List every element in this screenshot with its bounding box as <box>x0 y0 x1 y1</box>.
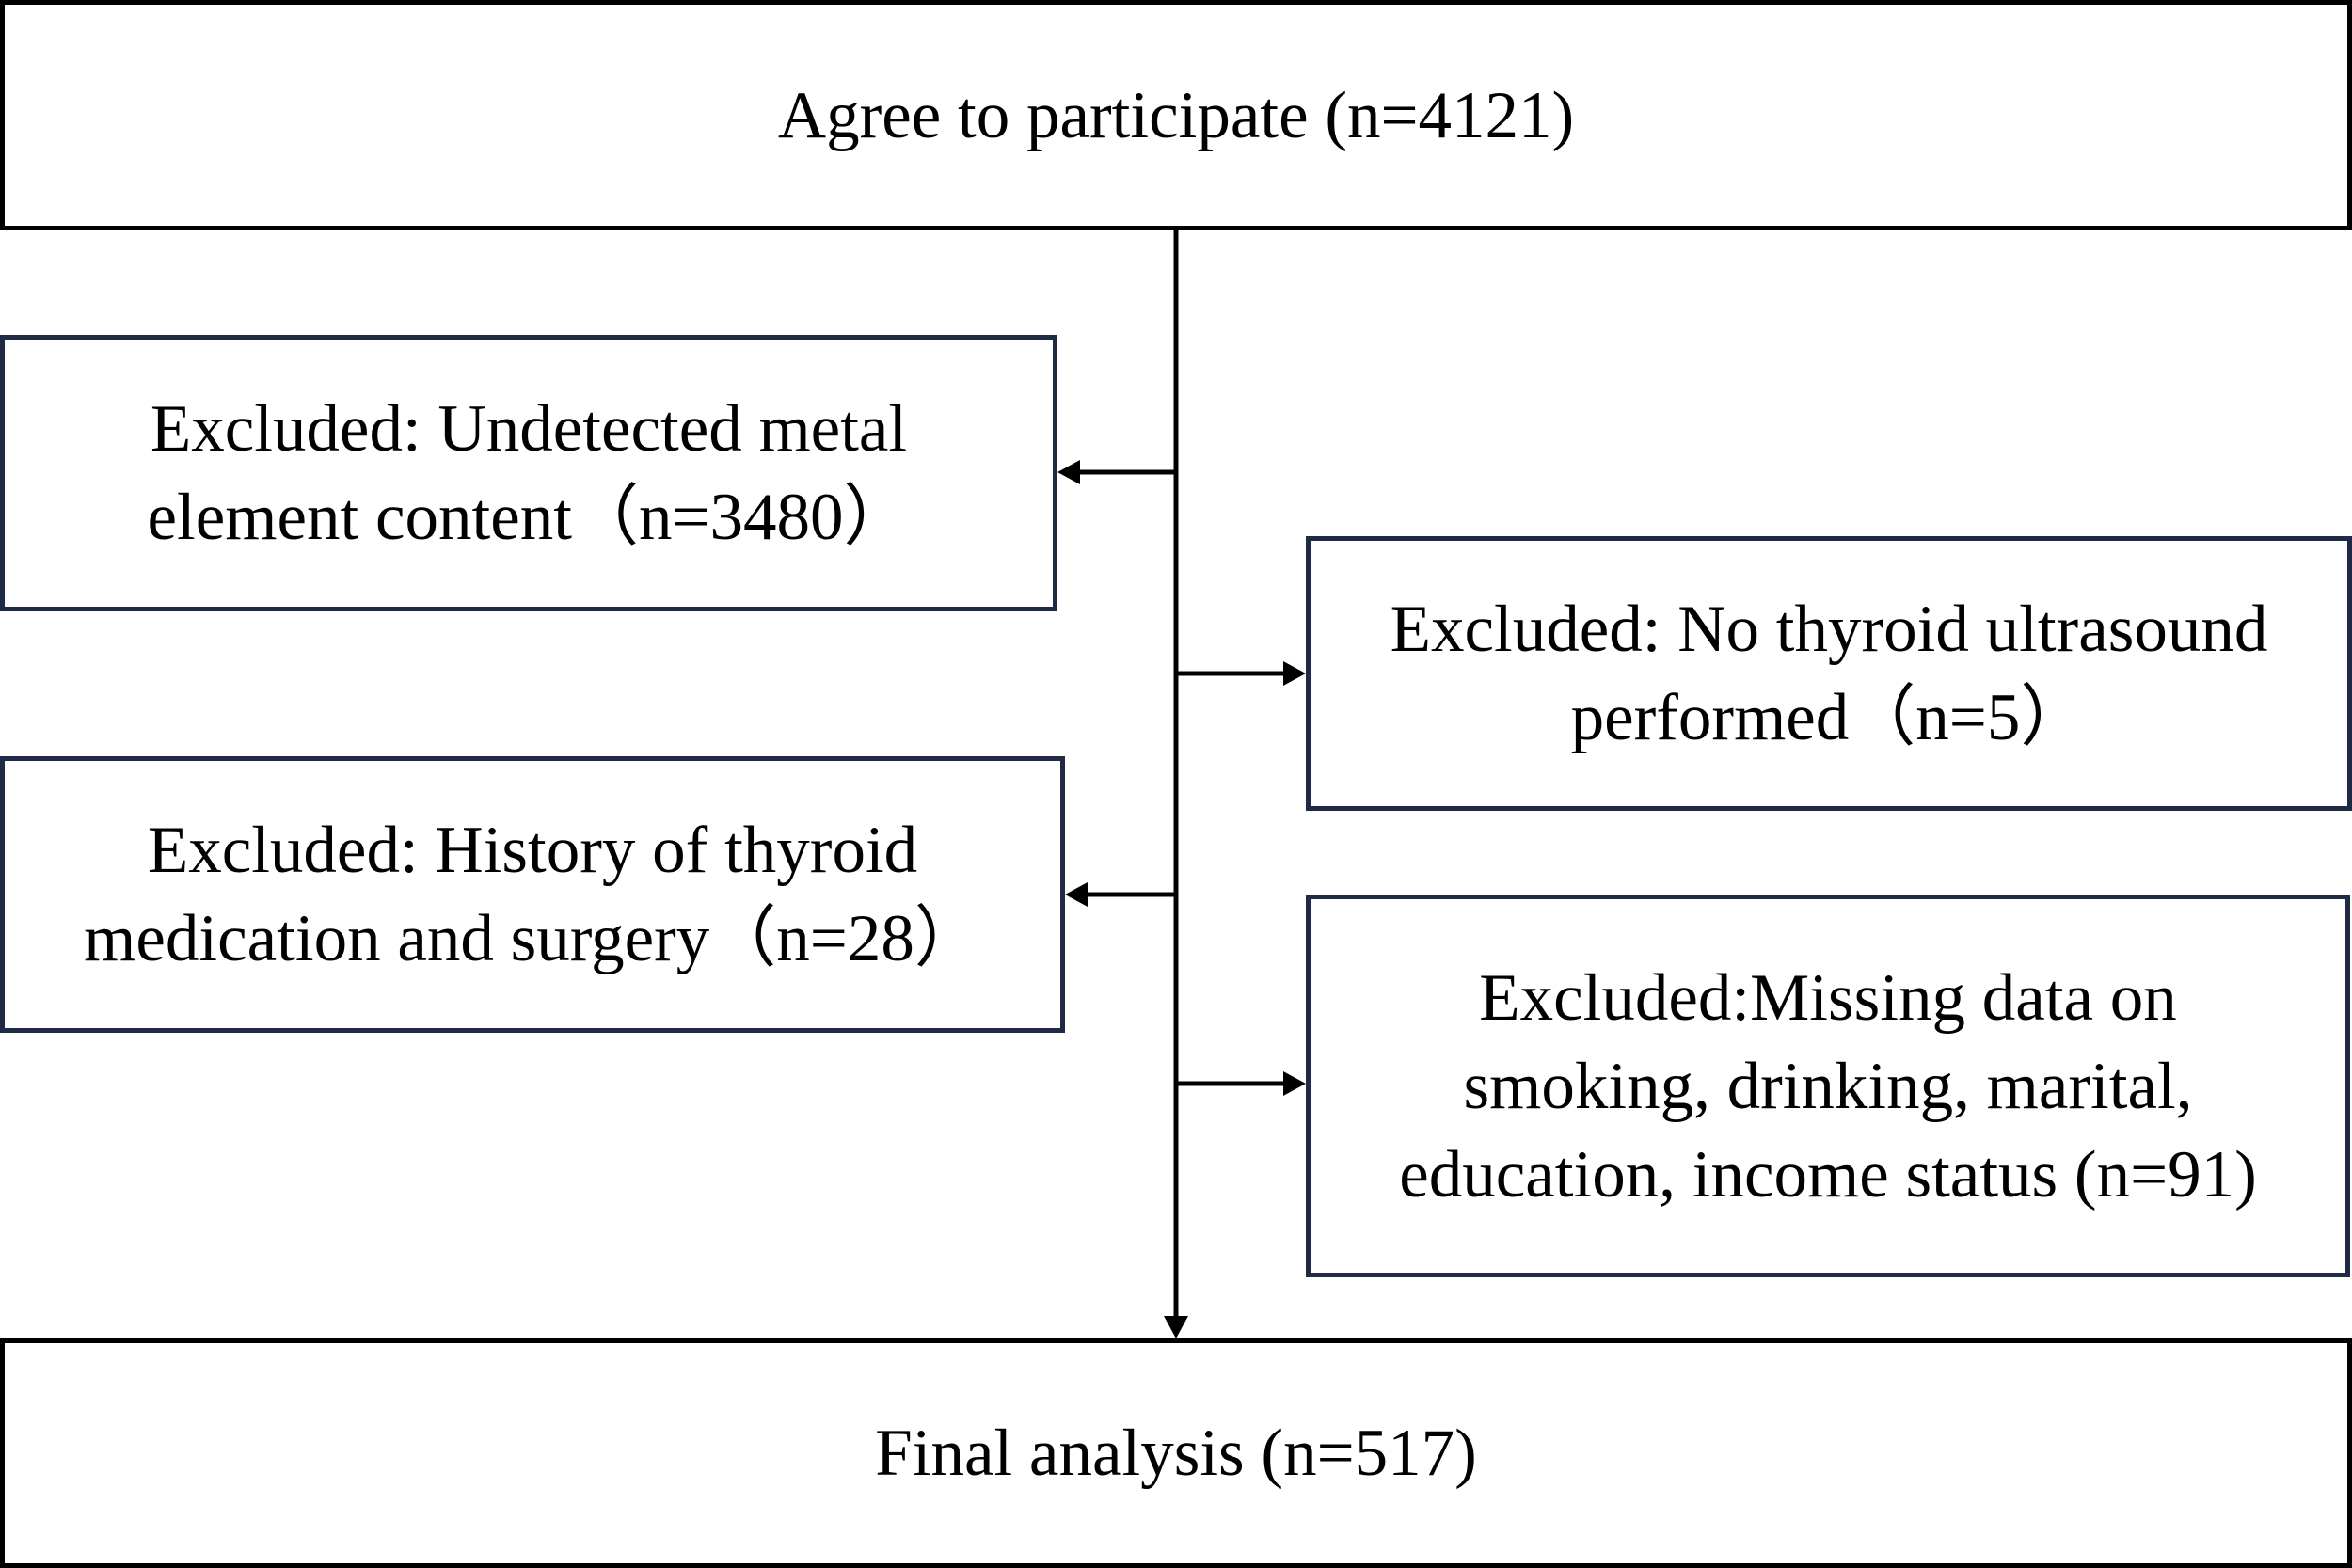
arrowhead-excl-1 <box>1057 460 1080 484</box>
exclusion-label-thyroid-history: Excluded: History of thyroid medication … <box>84 814 981 975</box>
arrowhead-excl-2 <box>1283 661 1306 686</box>
enrollment-label: Agree to participate (n=4121) <box>777 78 1575 152</box>
arrowhead-excl-4 <box>1283 1071 1306 1096</box>
exclusion-label-no-ultrasound: Excluded: No thyroid ultrasound performe… <box>1390 593 2268 754</box>
final-analysis-label: Final analysis (n=517) <box>875 1417 1477 1490</box>
exclusion-box-metal-content: Excluded: Undetected metal element conte… <box>0 335 1057 611</box>
exclusion-label-missing-data: Excluded:Missing data on smoking, drinki… <box>1399 960 2257 1212</box>
arrowhead-to-final <box>1164 1316 1188 1338</box>
final-analysis-box: Final analysis (n=517) <box>0 1338 2352 1568</box>
arrowhead-excl-3 <box>1065 882 1088 907</box>
enrollment-box: Agree to participate (n=4121) <box>0 0 2352 230</box>
exclusion-box-no-ultrasound: Excluded: No thyroid ultrasound performe… <box>1306 536 2352 811</box>
exclusion-box-missing-data: Excluded:Missing data on smoking, drinki… <box>1306 895 2350 1277</box>
exclusion-label-metal-content: Excluded: Undetected metal element conte… <box>147 392 911 554</box>
exclusion-box-thyroid-history: Excluded: History of thyroid medication … <box>0 756 1065 1033</box>
